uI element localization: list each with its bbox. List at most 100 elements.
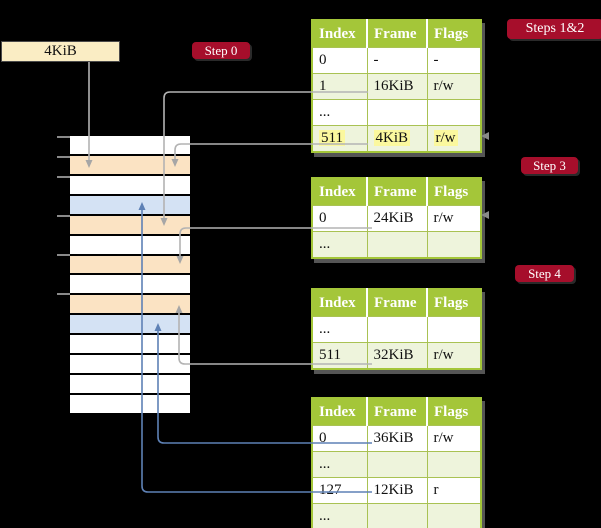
cell-index: 511: [311, 125, 368, 153]
memory-column: [70, 136, 190, 413]
column-header-index: Index: [312, 289, 368, 317]
column-header-frame: Frame: [367, 289, 428, 317]
cell-frame: 12KiB: [366, 477, 428, 504]
cell-frame: [366, 451, 428, 478]
cell-frame: 24KiB: [366, 205, 428, 232]
page-table-bottom: Index Frame Flags 0 36KiB r/w ... 127 12…: [311, 397, 482, 528]
cell-flags: r/w: [426, 342, 482, 370]
memory-frame-10-blue: [70, 315, 190, 334]
table-row: ...: [311, 451, 482, 478]
cell-frame: [366, 99, 428, 126]
address-tick: [57, 293, 70, 295]
table-row: 0 - -: [311, 47, 482, 74]
cell-flags: r/w: [426, 73, 482, 100]
table-row: ...: [311, 231, 482, 259]
table-row: 511 32KiB r/w: [311, 342, 482, 370]
cell-index: ...: [311, 503, 368, 528]
memory-frame-8-white: [70, 275, 190, 294]
memory-frame-1-white: [70, 136, 190, 154]
badge-steps-1-2: Steps 1&2: [507, 19, 601, 39]
column-header-flags: Flags: [427, 20, 481, 48]
table-row: ...: [311, 503, 482, 528]
cell-frame: [366, 231, 428, 259]
table-header-row: Index Frame Flags: [312, 178, 481, 206]
page-table-step-4: Index Frame Flags ... 511 32KiB r/w: [311, 288, 482, 370]
column-header-frame: Frame: [367, 20, 428, 48]
page-table-step-3: Index Frame Flags 0 24KiB r/w ...: [311, 177, 482, 259]
column-header-flags: Flags: [427, 178, 481, 206]
column-header-flags: Flags: [427, 289, 481, 317]
cell-flags: r: [426, 477, 482, 504]
cell-flags: r/w: [426, 425, 482, 452]
memory-frame-3-white: [70, 175, 190, 194]
cell-frame: 16KiB: [366, 73, 428, 100]
frame-size-box: 4KiB: [1, 41, 120, 62]
cell-index: 0: [311, 205, 368, 232]
column-header-frame: Frame: [367, 398, 428, 426]
address-tick: [57, 136, 70, 138]
memory-frame-7-peach: [70, 255, 190, 274]
cell-index: 511: [311, 342, 368, 370]
cell-index: ...: [311, 99, 368, 126]
memory-frame-9-peach: [70, 295, 190, 314]
table-row-highlighted: 511 4KiB r/w: [311, 125, 482, 153]
cropped-arrowhead-table2-row0: [481, 211, 489, 219]
cell-frame: [366, 316, 428, 343]
cell-frame: [366, 503, 428, 528]
cell-flags: [426, 316, 482, 343]
cell-flags: -: [426, 47, 482, 74]
page-table-steps-1-2: Index Frame Flags 0 - - 1 16KiB r/w ... …: [311, 19, 482, 153]
badge-step-3: Step 3: [521, 157, 578, 174]
frame-size-label: 4KiB: [44, 43, 77, 59]
table-row: 0 24KiB r/w: [311, 205, 482, 232]
memory-frame-13-white: [70, 375, 190, 393]
memory-frame-14-white: [70, 394, 190, 413]
column-header-flags: Flags: [427, 398, 481, 426]
table-header-row: Index Frame Flags: [312, 20, 481, 48]
cell-frame: 36KiB: [366, 425, 428, 452]
highlighted-value: r/w: [433, 130, 458, 146]
cell-index: ...: [311, 451, 368, 478]
column-header-index: Index: [312, 178, 368, 206]
address-tick: [57, 254, 70, 256]
column-header-index: Index: [312, 20, 368, 48]
column-header-frame: Frame: [367, 178, 428, 206]
table-row: ...: [311, 99, 482, 126]
memory-frame-2-peach: [70, 155, 190, 174]
table-header-row: Index Frame Flags: [312, 398, 481, 426]
cell-flags: r/w: [426, 125, 482, 153]
cell-flags: [426, 451, 482, 478]
cell-flags: [426, 231, 482, 259]
cell-frame: 4KiB: [366, 125, 428, 153]
cropped-arrowhead-table1-row511: [481, 132, 489, 140]
cell-frame: 32KiB: [366, 342, 428, 370]
table-header-row: Index Frame Flags: [312, 289, 481, 317]
table-row: 1 16KiB r/w: [311, 73, 482, 100]
table-row: ...: [311, 316, 482, 343]
memory-frame-11-white: [70, 335, 190, 354]
memory-frame-6-white: [70, 235, 190, 254]
cell-flags: [426, 503, 482, 528]
cell-flags: [426, 99, 482, 126]
cell-frame: -: [366, 47, 428, 74]
cell-index: 0: [311, 47, 368, 74]
address-tick: [57, 156, 70, 158]
table-row: 0 36KiB r/w: [311, 425, 482, 452]
cell-index: ...: [311, 231, 368, 259]
cell-index: 0: [311, 425, 368, 452]
highlighted-value: 4KiB: [373, 130, 411, 146]
cell-flags: r/w: [426, 205, 482, 232]
cell-index: 1: [311, 73, 368, 100]
badge-step-4: Step 4: [515, 265, 574, 282]
memory-frame-4-blue: [70, 195, 190, 214]
highlighted-value: 511: [319, 130, 345, 146]
address-tick: [57, 215, 70, 217]
memory-frame-5-peach: [70, 215, 190, 234]
cell-index: ...: [311, 316, 368, 343]
badge-step-0: Step 0: [192, 42, 250, 59]
cell-index: 127: [311, 477, 368, 504]
memory-frame-12-white: [70, 355, 190, 374]
table-row: 127 12KiB r: [311, 477, 482, 504]
column-header-index: Index: [312, 398, 368, 426]
